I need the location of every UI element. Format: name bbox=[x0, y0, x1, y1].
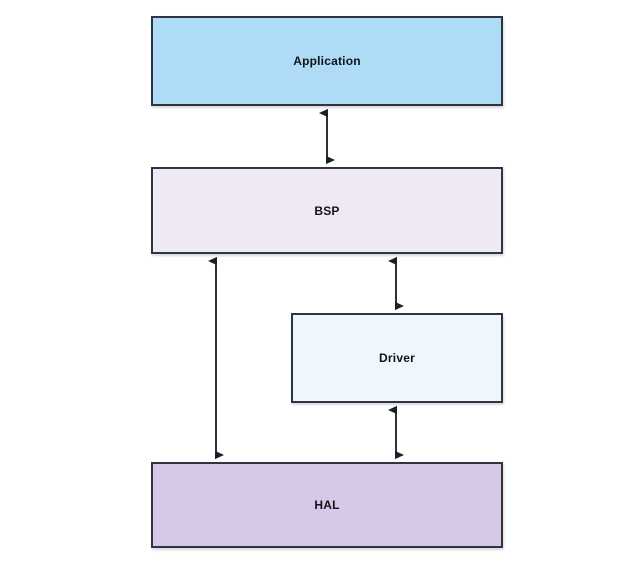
node-bsp[interactable]: BSP bbox=[151, 167, 503, 254]
node-hal-label: HAL bbox=[314, 498, 340, 512]
node-bsp-label: BSP bbox=[314, 203, 340, 218]
node-application-label: Application bbox=[293, 54, 361, 68]
node-application[interactable]: Application bbox=[151, 16, 503, 106]
node-driver-label: Driver bbox=[379, 351, 415, 365]
node-driver[interactable]: Driver bbox=[291, 313, 503, 403]
node-hal[interactable]: HAL bbox=[151, 462, 503, 548]
